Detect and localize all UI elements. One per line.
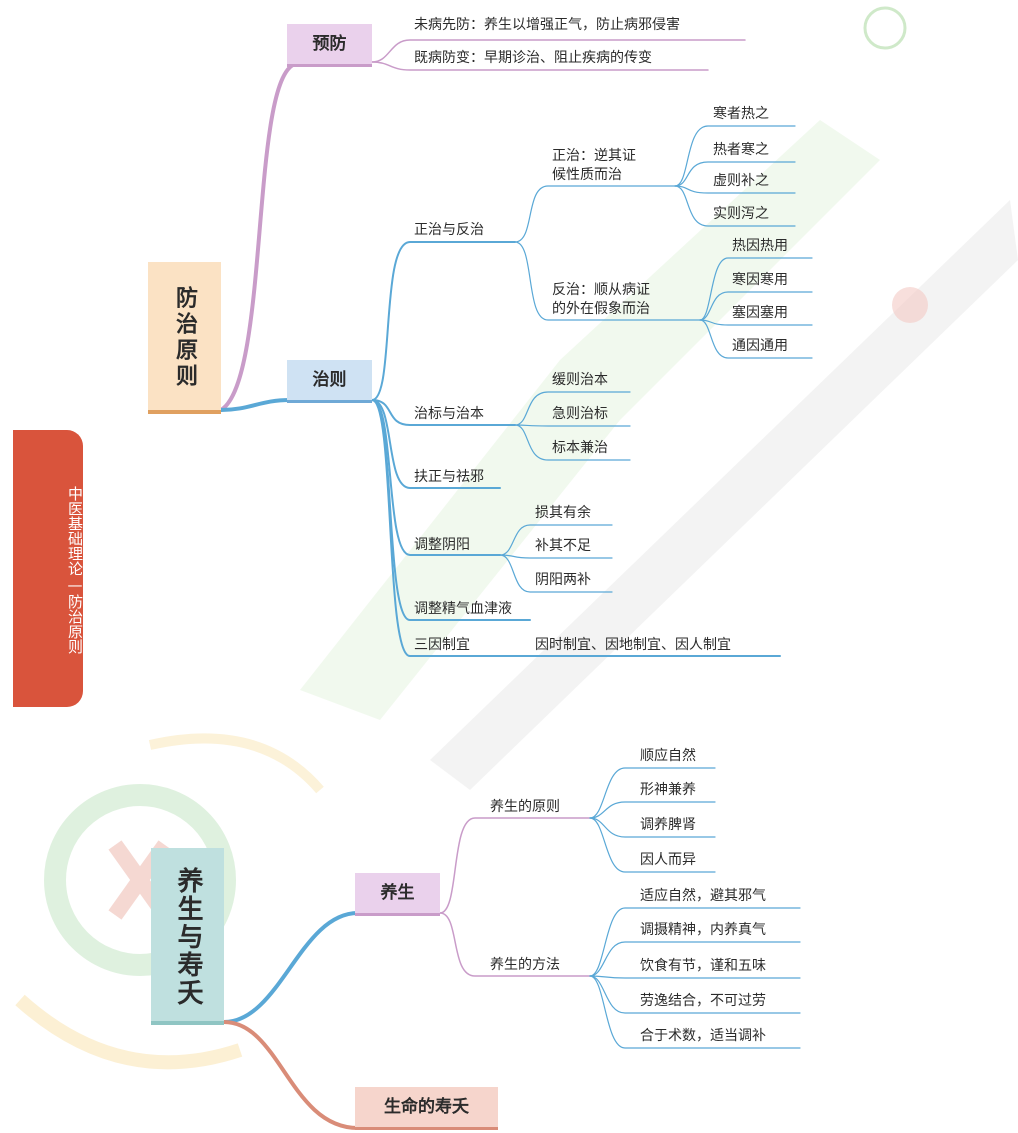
root-node-yangsheng: 养生与寿夭	[151, 848, 224, 1025]
node-zhengzhi-l2: 候性质而治	[552, 167, 622, 183]
node-weibing: 未病先防：养生以增强正气，防止病邪侵害	[414, 17, 680, 33]
node-fanzhi-item: 通因通用	[732, 338, 788, 354]
node-biaoben-item: 缓则治本	[552, 372, 608, 388]
node-zhengfan: 正治与反治	[414, 222, 484, 238]
node-yinyang: 调整阴阳	[414, 537, 470, 553]
node-fangfa-item: 合于术数，适当调补	[640, 1028, 766, 1044]
node-fangfa-item: 劳逸结合，不可过劳	[640, 993, 766, 1009]
node-yinyang-item: 补其不足	[535, 538, 591, 554]
node-yangsheng: 养生	[355, 873, 440, 916]
side-tab: 中医基础理论—防治原则	[13, 430, 84, 707]
node-zhengzhi-item: 虚则补之	[713, 173, 769, 189]
node-zhize: 治则	[287, 360, 372, 403]
node-zhengzhi-item: 热者寒之	[713, 142, 769, 158]
node-sanyin: 三因制宜	[414, 637, 470, 653]
root-node-fangzhi: 防治原则	[148, 262, 221, 414]
node-zhengzhi-l1: 正治：逆其证	[552, 148, 636, 164]
node-fangfa-item: 调摄精神，内养真气	[640, 922, 766, 938]
node-fangfa: 养生的方法	[490, 957, 560, 973]
side-tab-label: 中医基础理论—防治原则	[66, 486, 84, 654]
node-biaoben-item: 急则治标	[552, 406, 608, 422]
node-zhengzhi-item: 实则泻之	[713, 206, 769, 222]
node-fanzhi-l2: 的外在假象而治	[552, 301, 650, 317]
node-yinyang-item: 损其有余	[535, 505, 591, 521]
node-yuanze-item: 调养脾肾	[640, 817, 696, 833]
node-yuanze-item: 顺应自然	[640, 748, 696, 764]
node-fanzhi-item: 寒因寒用	[732, 272, 788, 288]
node-fanzhi-item: 塞因塞用	[732, 305, 788, 321]
node-fangfa-item: 适应自然，避其邪气	[640, 888, 766, 904]
node-biaoben-item: 标本兼治	[552, 440, 608, 456]
node-fuzheng: 扶正与祛邪	[414, 469, 484, 485]
root-label-yangsheng: 养生与寿夭	[173, 867, 203, 1007]
node-yinyang-item: 阴阳两补	[535, 572, 591, 588]
node-fanzhi-item: 热因热用	[732, 238, 788, 254]
root-label-fangzhi: 防治原则	[172, 286, 198, 390]
node-sanyin-detail: 因时制宜、因地制宜、因人制宜	[535, 637, 731, 653]
node-shouyao: 生命的寿夭	[355, 1087, 498, 1130]
node-jibing: 既病防变：早期诊治、阻止疾病的传变	[414, 50, 652, 66]
node-biaoben: 治标与治本	[414, 406, 484, 422]
node-yuanze: 养生的原则	[490, 799, 560, 815]
node-fanzhi-l1: 反治：顺从病证	[552, 282, 650, 298]
node-yuanze-item: 因人而异	[640, 852, 696, 868]
node-fangfa-item: 饮食有节，谨和五味	[640, 958, 766, 974]
node-yuanze-item: 形神兼养	[640, 782, 696, 798]
node-zhengzhi-item: 寒者热之	[713, 106, 769, 122]
node-yufang: 预防	[287, 24, 372, 67]
node-jingqi: 调整精气血津液	[414, 601, 512, 617]
